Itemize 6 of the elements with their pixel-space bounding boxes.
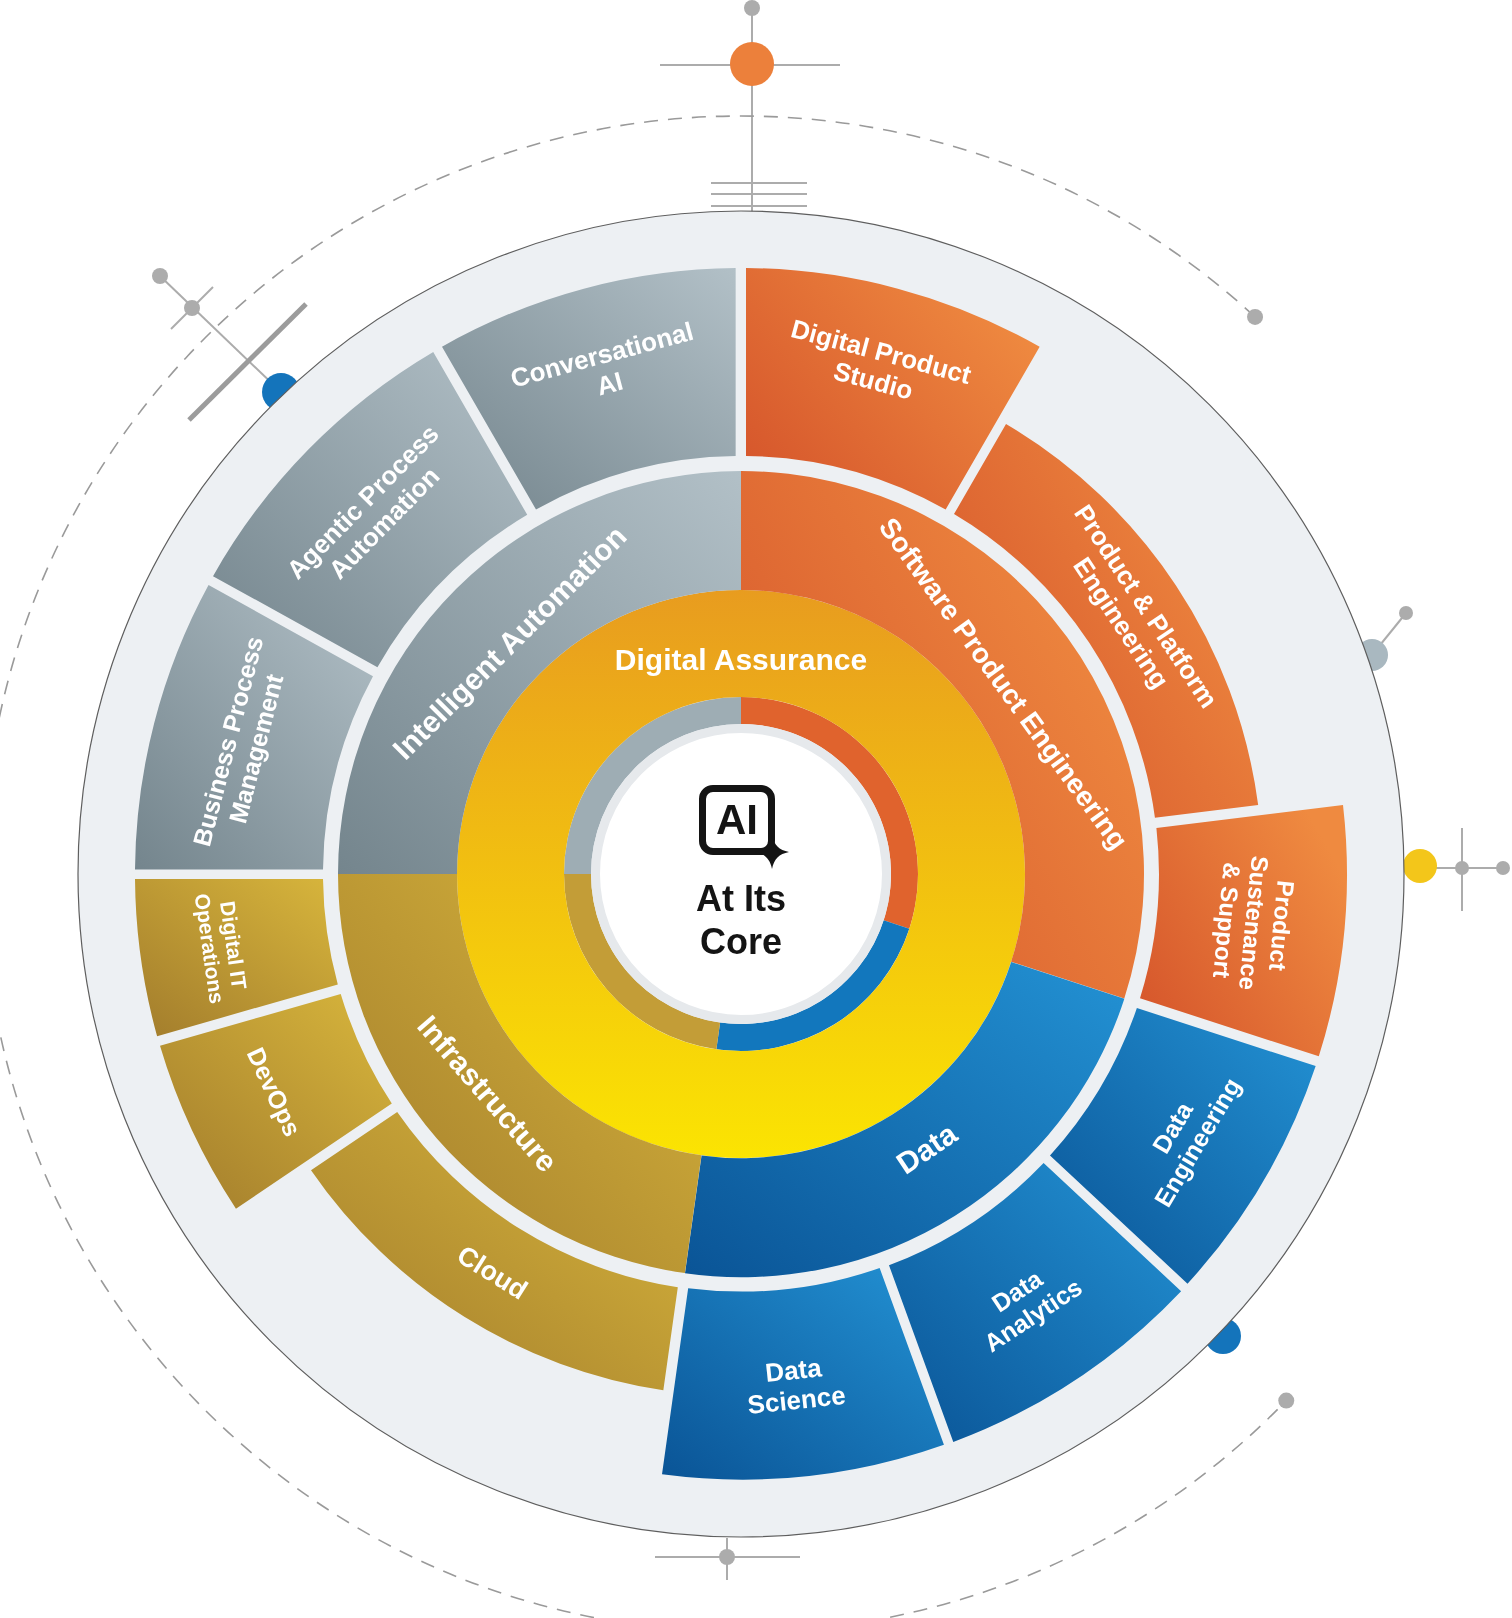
- segment-label: Data Science: [744, 1351, 848, 1423]
- segment-label: Product Sustenance & Support: [1206, 854, 1301, 994]
- segment-label: Digital Product Studio: [786, 312, 976, 408]
- core-title: At Its Core: [695, 876, 787, 964]
- segment-label: Digital IT Operations: [189, 891, 253, 1008]
- segment-label: Data: [890, 1116, 964, 1182]
